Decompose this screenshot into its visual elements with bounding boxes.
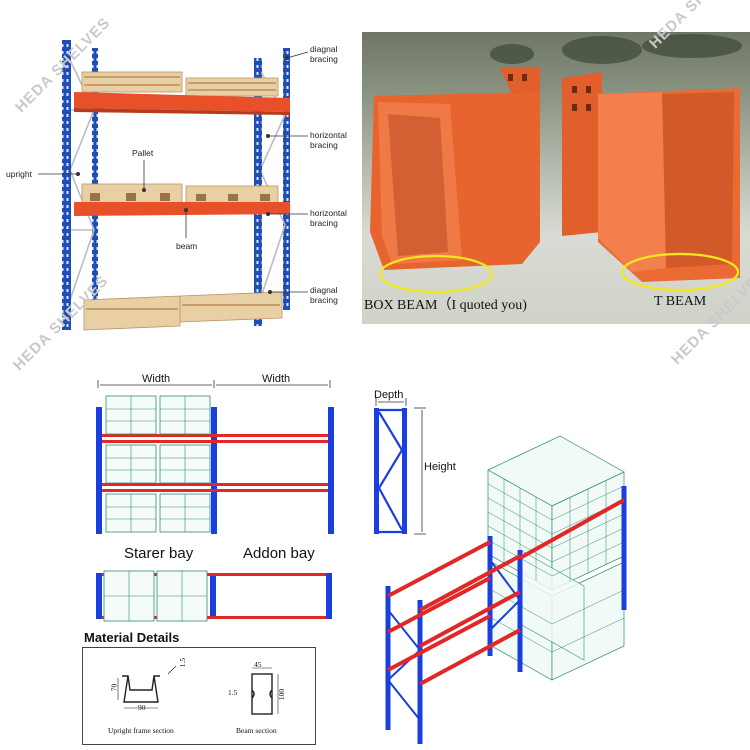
- iso-pallet-stacks: [487, 435, 625, 681]
- t-beam-plate: [562, 72, 602, 236]
- box-beam-caption: BOX BEAM（I quoted you): [364, 298, 527, 313]
- beam-dim-15: 1.5: [228, 688, 238, 697]
- rack-illustration: [38, 40, 309, 331]
- box-beam-highlight: [378, 254, 494, 294]
- pallet-middle-level: [81, 183, 279, 205]
- beam-section: [251, 667, 279, 715]
- starter-bay-label: Starer bay: [124, 545, 194, 562]
- addon-bay-label: Addon bay: [243, 545, 315, 562]
- depth-label: Depth: [374, 389, 404, 401]
- beam-dim-100: 100: [277, 688, 287, 701]
- label-pallet: Pallet: [132, 148, 154, 158]
- beam-dim-45: 45: [254, 660, 262, 669]
- label-horizontal-bracing-2: horizontal bracing: [310, 208, 347, 228]
- front-elevation: [96, 395, 334, 534]
- upright-frame-caption: Upright frame section: [108, 726, 174, 735]
- iso-beams: [387, 498, 625, 686]
- upright-back-left: [92, 48, 98, 310]
- beam-top: [74, 92, 290, 112]
- material-details-box: [82, 647, 316, 745]
- upright-dim-90: 90: [138, 703, 146, 712]
- upright-front-left: [62, 40, 71, 330]
- width-dimensions: [97, 380, 331, 388]
- upright-frame-section: [117, 665, 177, 709]
- label-leaders: [38, 51, 309, 294]
- label-diagonal-bracing-top: diagnal bracing: [310, 44, 338, 64]
- label-upright: upright: [6, 169, 32, 179]
- beam-section-caption: Beam section: [236, 726, 277, 735]
- beam-middle: [74, 202, 290, 216]
- label-beam: beam: [176, 241, 198, 251]
- width-label-addon: Width: [262, 373, 291, 385]
- material-details-title: Material Details: [84, 630, 180, 645]
- upright-dim-70: 70: [109, 683, 119, 692]
- plan-view: [96, 570, 332, 622]
- t-beam-caption: T BEAM: [654, 294, 707, 309]
- iso-back-frame: [487, 486, 627, 672]
- technical-drawing: [96, 380, 627, 744]
- upright-back-right: [283, 48, 290, 310]
- isometric-rack: [385, 435, 627, 744]
- upright-dim-15: 1.5: [178, 657, 188, 668]
- pallet-top-level: [81, 71, 279, 97]
- side-elevation: [374, 398, 426, 535]
- t-beam-highlight: [620, 252, 740, 292]
- label-diagonal-bracing-bottom: diagnal bracing: [310, 285, 338, 305]
- label-horizontal-bracing-1: horizontal bracing: [310, 130, 347, 150]
- height-label: Height: [424, 461, 456, 473]
- pallet-floor: [83, 291, 283, 331]
- width-label-starter: Width: [142, 373, 171, 385]
- beam-photo: BOX BEAM（I quoted you) T BEAM: [362, 32, 750, 324]
